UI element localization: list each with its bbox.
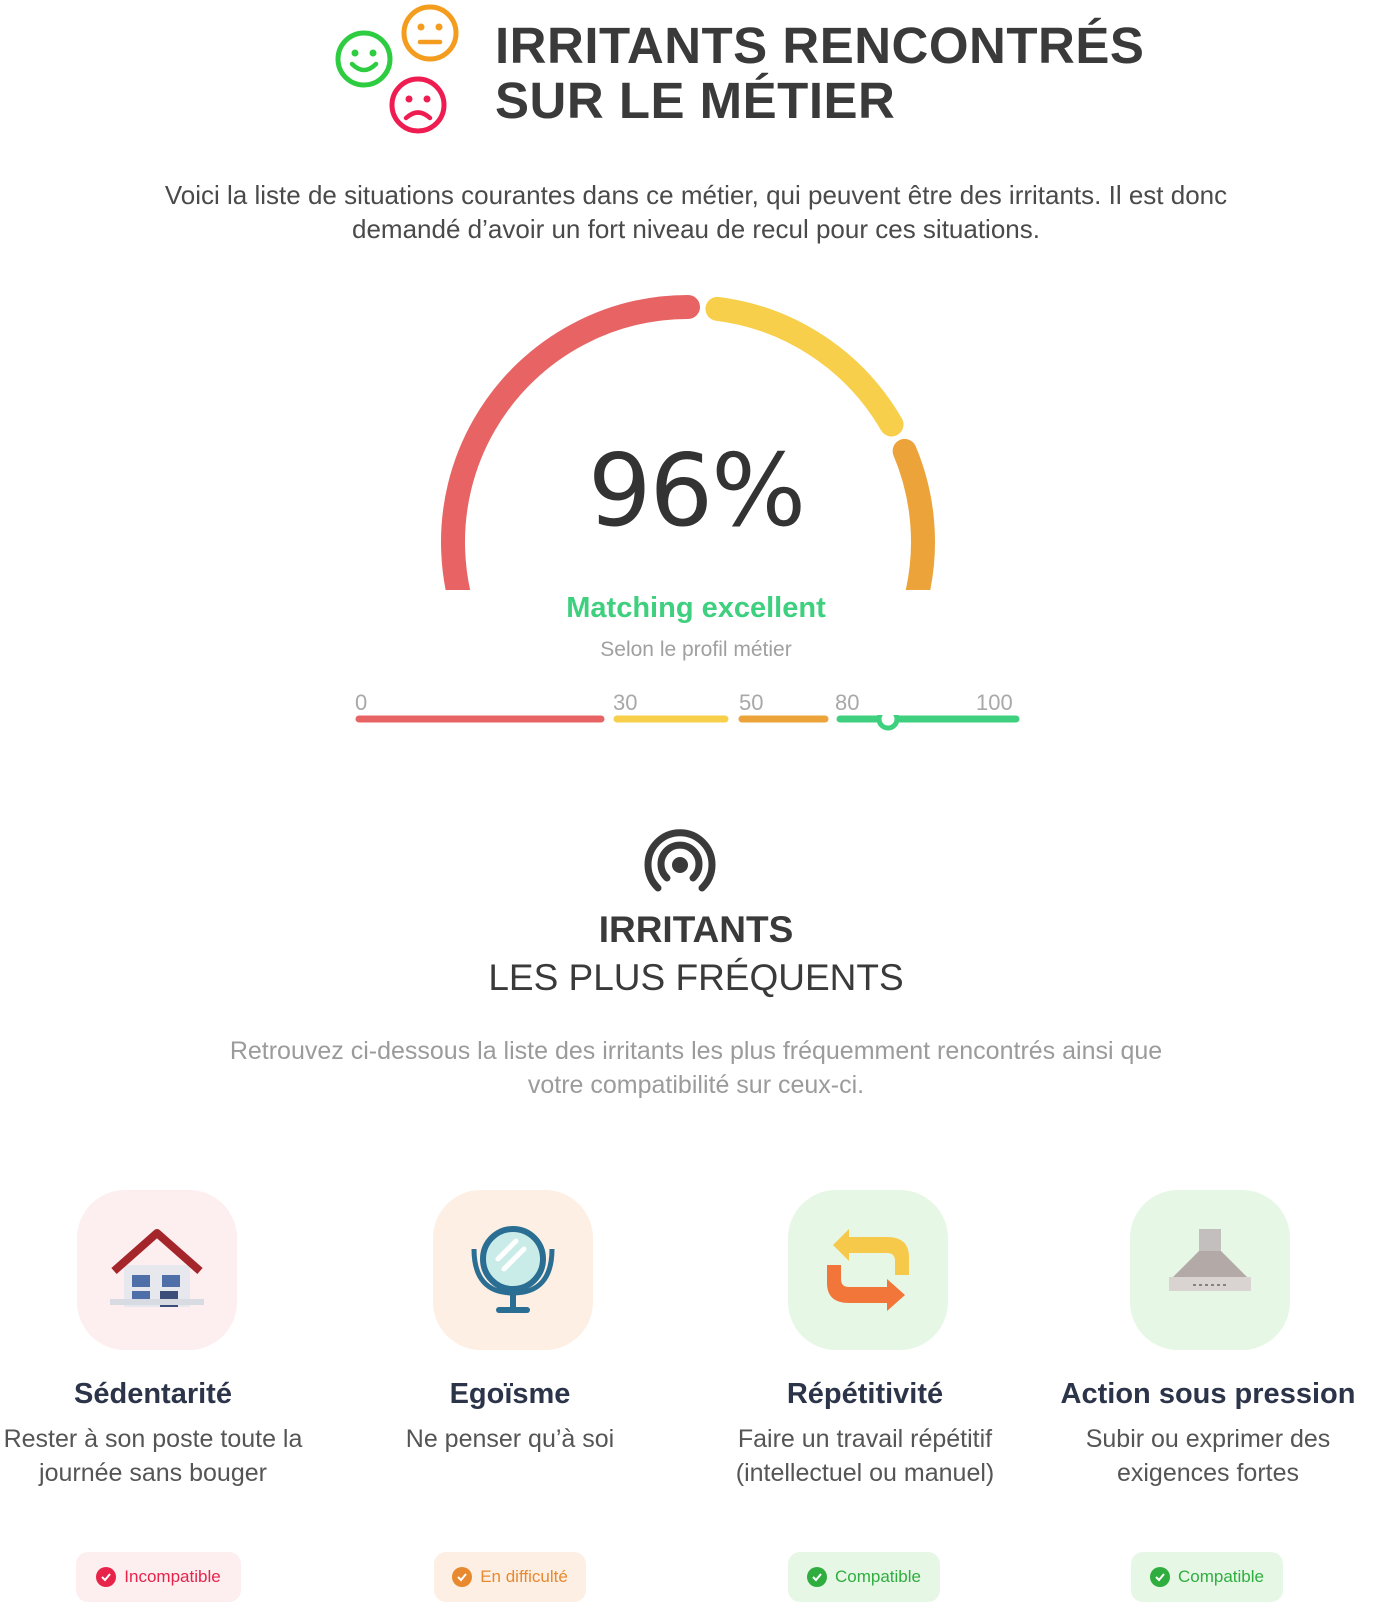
scale-tick-30: 30 xyxy=(613,690,638,715)
irritant-title: Sédentarité xyxy=(74,1378,232,1410)
irritant-description: Subir ou exprimer des exigences fortes xyxy=(1085,1425,1331,1487)
matching-gauge xyxy=(441,295,935,590)
scale-tick-0: 0 xyxy=(355,690,368,715)
status-label: Compatible xyxy=(835,1567,921,1586)
status-badge: Compatible xyxy=(1131,1552,1283,1602)
page-title-line2: SUR LE MÉTIER xyxy=(495,72,896,129)
irritant-card-sedentarite: Sédentarité Rester à son poste toute la … xyxy=(0,1190,318,1602)
check-circle-icon xyxy=(452,1567,473,1587)
irritant-tile xyxy=(788,1190,948,1350)
irritant-description: Faire un travail répétitif (intellectuel… xyxy=(735,1425,995,1487)
status-badge: En difficulté xyxy=(434,1552,586,1602)
status-badge: Compatible xyxy=(788,1552,940,1602)
irritant-card-action-sous-pression: Action sous pression Subir ou exprimer d… xyxy=(1043,1190,1373,1602)
check-circle-icon xyxy=(1150,1567,1170,1587)
status-label: En difficulté xyxy=(480,1567,568,1586)
gauge-arc-yellow xyxy=(705,296,904,437)
gauge-value: 96% xyxy=(587,432,806,549)
irritant-tile xyxy=(433,1190,593,1350)
scale-marker xyxy=(876,715,900,731)
irritant-card-repetitivite: Répétitivité Faire un travail répétitif … xyxy=(700,1190,1030,1602)
irritant-title: Egoïsme xyxy=(449,1378,571,1410)
section-title: IRRITANTS xyxy=(598,909,794,950)
status-label: Compatible xyxy=(1178,1567,1264,1586)
section-description: Retrouvez ci-dessous la liste des irrita… xyxy=(229,1037,1163,1099)
matching-subtitle: Selon le profil métier xyxy=(600,638,792,661)
mood-faces xyxy=(335,4,475,139)
section-subtitle: LES PLUS FRÉQUENTS xyxy=(488,957,904,998)
neutral-face-icon xyxy=(401,4,459,62)
irritant-description: Ne penser qu’à soi xyxy=(405,1425,615,1453)
scale-tick-100: 100 xyxy=(976,690,1013,715)
happy-face-icon xyxy=(335,30,393,88)
page-header: IRRITANTS RENCONTRÉS SUR LE MÉTIER xyxy=(0,0,1392,150)
score-scale-bar xyxy=(355,715,1020,731)
repeat-arrows-icon xyxy=(827,1229,909,1311)
gauge-arc-red xyxy=(441,295,700,590)
page-title: IRRITANTS RENCONTRÉS SUR LE MÉTIER xyxy=(495,18,1144,128)
intro-text: Voici la liste de situations courantes d… xyxy=(164,180,1228,244)
check-circle-icon xyxy=(807,1567,827,1587)
irritant-description: Rester à son poste toute la journée sans… xyxy=(3,1425,303,1487)
irritant-title: Action sous pression xyxy=(1060,1378,1356,1410)
mirror-icon xyxy=(471,1226,555,1313)
check-circle-icon xyxy=(96,1567,117,1587)
irritant-card-egoisme: Egoïsme Ne penser qu’à soi En difficulté xyxy=(345,1190,675,1602)
irritant-tile xyxy=(77,1190,237,1350)
sad-face-icon xyxy=(389,76,447,134)
scale-tick-80: 80 xyxy=(835,690,860,715)
status-label: Incompatible xyxy=(124,1567,221,1586)
house-icon xyxy=(110,1229,204,1307)
range-hood-icon xyxy=(1169,1229,1251,1291)
irritant-title: Répétitivité xyxy=(786,1378,944,1410)
gauge-arc-orange xyxy=(892,438,935,590)
scale-tick-50: 50 xyxy=(739,690,764,715)
irritant-tile xyxy=(1130,1190,1290,1350)
status-badge: Incompatible xyxy=(76,1552,241,1602)
broadcast-icon xyxy=(644,829,716,892)
matching-status: Matching excellent xyxy=(566,592,826,624)
page-title-line1: IRRITANTS RENCONTRÉS xyxy=(495,17,1145,74)
